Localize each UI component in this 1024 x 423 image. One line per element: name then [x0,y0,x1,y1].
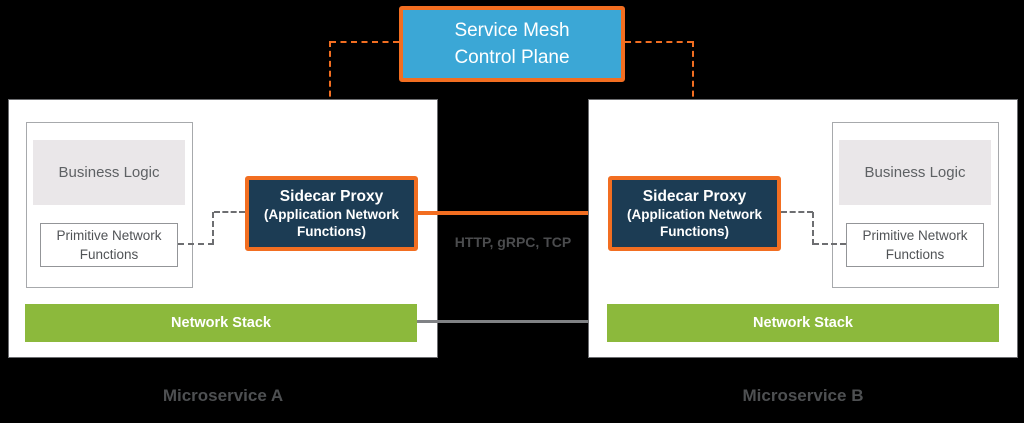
control-plane-box: Service Mesh Control Plane [399,6,625,82]
connector-pnf-b-horizontal-upper [781,211,813,213]
connector-pnf-a-horizontal-upper [214,211,245,213]
primitive-network-functions-b-box: Primitive Network Functions [846,223,984,267]
sidecar-proxy-a-title: Sidecar Proxy [279,188,384,205]
network-stack-b-bar: Network Stack [607,304,999,342]
network-stack-link [417,320,608,323]
sidecar-proxy-b-subtitle: (Application Network Functions) [626,207,762,239]
sidecar-proxy-a-subtitle: (Application Network Functions) [263,207,399,239]
connector-pnf-b-horizontal-lower [813,243,846,245]
business-logic-b-box: Business Logic [839,140,991,205]
sidecar-proxy-a-box: Sidecar Proxy (Application Network Funct… [245,176,418,251]
connector-pnf-a-horizontal-lower [178,243,214,245]
business-logic-a-box: Business Logic [33,140,185,205]
proxy-to-proxy-link [418,211,608,215]
proxy-link-protocol-label: HTTP, gRPC, TCP [454,234,572,250]
sidecar-proxy-b-box: Sidecar Proxy (Application Network Funct… [608,176,781,251]
network-stack-a-bar: Network Stack [25,304,417,342]
network-stack-b-label: Network Stack [753,315,853,331]
business-logic-a-label: Business Logic [58,164,160,181]
primitive-network-functions-b-label: Primitive Network Functions [862,228,968,262]
microservice-a-label: Microservice A [162,386,284,405]
microservice-b-label: Microservice B [742,386,864,405]
business-logic-b-label: Business Logic [864,164,966,181]
primitive-network-functions-a-label: Primitive Network Functions [56,228,162,262]
connector-pnf-b-vertical [812,212,814,245]
control-plane-label-line1: Service Mesh [454,20,570,41]
primitive-network-functions-a-box: Primitive Network Functions [40,223,178,267]
connector-pnf-a-vertical [212,212,214,245]
connector-control-plane-right-horizontal [625,41,693,43]
control-plane-label-line2: Control Plane [454,47,570,68]
network-stack-a-label: Network Stack [171,315,271,331]
connector-control-plane-left-horizontal [330,41,399,43]
sidecar-proxy-b-title: Sidecar Proxy [642,188,747,205]
